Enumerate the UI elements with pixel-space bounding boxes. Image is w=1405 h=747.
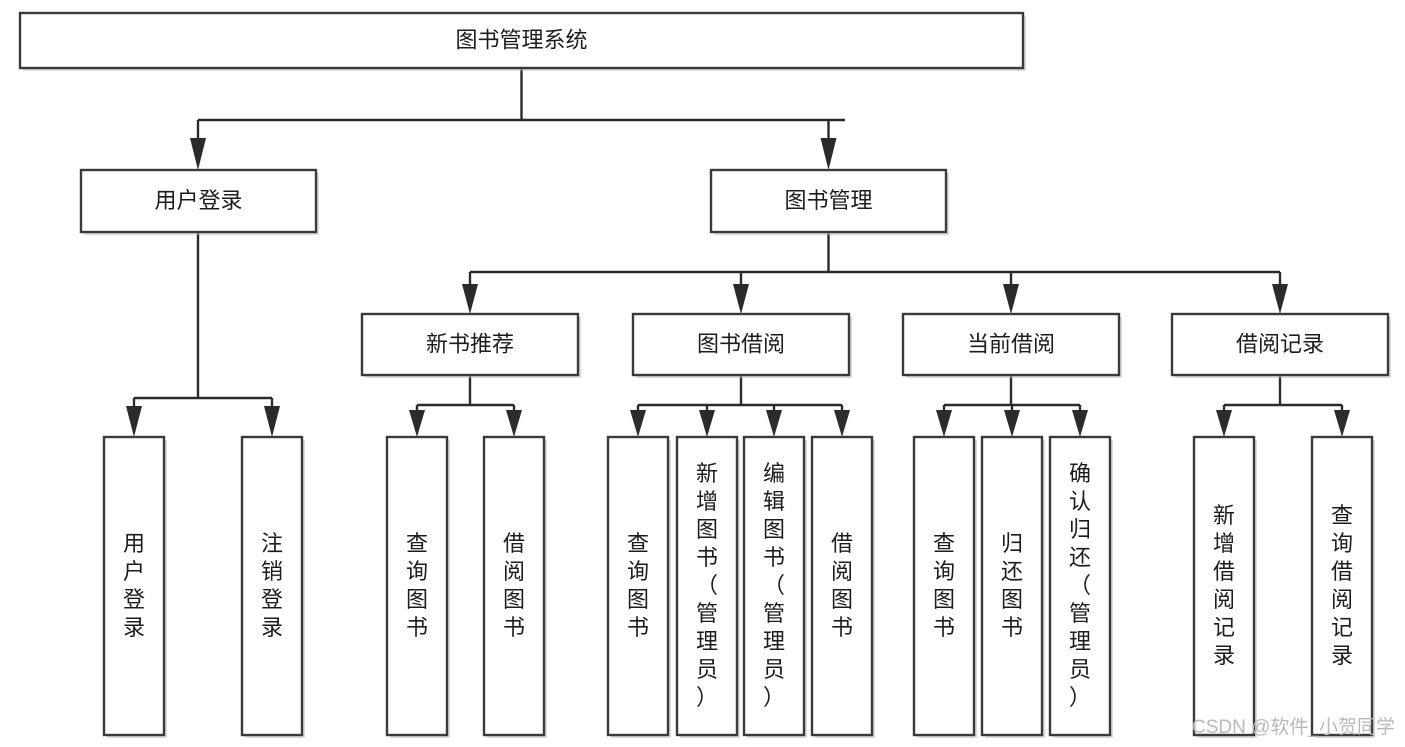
node-layer: 图书管理系统用户登录图书管理新书推荐图书借阅当前借阅借阅记录用户登录注销登录查询… <box>18 11 1391 738</box>
node-label: 图书管理系统 <box>455 27 587 52</box>
node-label: 当前借阅 <box>967 331 1055 356</box>
arrow-head-leaf-add-borrow-record <box>1216 410 1232 437</box>
node-rect[interactable] <box>742 435 806 737</box>
node-current-borrow[interactable]: 当前借阅 <box>901 312 1122 378</box>
node-leaf-return-book[interactable]: 归还图书 <box>980 435 1045 738</box>
node-label: 用户登录 <box>123 531 145 640</box>
node-book-borrow[interactable]: 图书借阅 <box>631 312 852 378</box>
arrow-head-leaf-query-borrow-record <box>1334 410 1350 437</box>
node-label: 借阅记录 <box>1236 331 1324 356</box>
arrow-head-leaf-query-book-recommend <box>409 410 425 437</box>
node-label: 图书管理 <box>784 188 872 213</box>
node-rect[interactable] <box>810 435 874 737</box>
arrow-head-leaf-add-book-admin <box>699 410 715 437</box>
node-rect[interactable] <box>1048 435 1112 737</box>
node-label: 查询图书 <box>627 531 649 640</box>
node-leaf-logout[interactable]: 注销登录 <box>240 435 305 738</box>
node-rect[interactable] <box>606 435 670 737</box>
node-root[interactable]: 图书管理系统 <box>18 11 1026 71</box>
node-label: 查询图书 <box>933 531 955 640</box>
arrow-head-book-manage <box>820 138 837 170</box>
arrow-head-leaf-confirm-return-admin <box>1072 410 1088 437</box>
node-rect[interactable] <box>79 168 318 234</box>
arrow-head-leaf-edit-book-admin <box>766 410 782 437</box>
node-rect[interactable] <box>1192 435 1256 737</box>
arrow-head-leaf-user-login <box>126 406 142 437</box>
node-label: 查询图书 <box>406 531 428 640</box>
node-leaf-borrow-book[interactable]: 借阅图书 <box>810 435 875 738</box>
node-label: 借阅图书 <box>831 531 853 640</box>
node-rect[interactable] <box>675 435 739 737</box>
node-leaf-query-borrow-record[interactable]: 查询借阅记录 <box>1310 435 1375 738</box>
node-leaf-add-borrow-record[interactable]: 新增借阅记录 <box>1192 435 1257 738</box>
node-leaf-query-book-borrow[interactable]: 查询图书 <box>606 435 671 738</box>
node-user-login[interactable]: 用户登录 <box>79 168 319 235</box>
node-rect[interactable] <box>912 435 976 737</box>
node-label: 编辑图书（管理员） <box>763 461 785 710</box>
node-label: 图书借阅 <box>697 331 785 356</box>
node-rect[interactable] <box>385 435 449 737</box>
node-label: 新书推荐 <box>426 331 514 356</box>
node-rect[interactable] <box>240 435 304 737</box>
node-leaf-borrow-book-recommend[interactable]: 借阅图书 <box>482 435 547 738</box>
watermark-label: CSDN @软件_小贺同学 <box>1192 716 1395 738</box>
arrow-head-leaf-logout <box>264 406 280 437</box>
node-leaf-query-book-current[interactable]: 查询图书 <box>912 435 977 738</box>
node-label: 注销登录 <box>261 531 283 640</box>
node-leaf-edit-book-admin[interactable]: 编辑图书（管理员） <box>742 435 807 738</box>
node-label: 确认归还（管理员） <box>1069 461 1091 710</box>
arrow-head-leaf-return-book <box>1004 410 1020 437</box>
node-rect[interactable] <box>482 435 546 737</box>
arrow-head-user-login <box>190 138 206 170</box>
node-rect[interactable] <box>360 312 580 377</box>
node-label: 新增借阅记录 <box>1213 503 1235 668</box>
arrow-head-new-book-recommend <box>462 284 478 314</box>
node-leaf-user-login[interactable]: 用户登录 <box>102 435 167 738</box>
node-label: 归还图书 <box>1001 531 1023 640</box>
arrow-head-book-borrow <box>733 284 749 314</box>
arrow-head-leaf-borrow-book <box>834 410 850 437</box>
arrow-head-leaf-query-book-borrow <box>630 410 646 437</box>
arrow-head-current-borrow <box>1003 284 1019 314</box>
node-label: 借阅图书 <box>503 531 525 640</box>
node-label: 查询借阅记录 <box>1331 503 1353 668</box>
node-label: 新增图书（管理员） <box>696 461 718 710</box>
node-borrow-record[interactable]: 借阅记录 <box>1170 312 1391 378</box>
node-new-book-recommend[interactable]: 新书推荐 <box>360 312 581 378</box>
arrow-head-leaf-query-book-current <box>936 410 952 437</box>
node-rect[interactable] <box>709 168 948 234</box>
node-leaf-confirm-return-admin[interactable]: 确认归还（管理员） <box>1048 435 1113 738</box>
arrow-head-borrow-record <box>1272 284 1288 314</box>
arrow-head-leaf-borrow-book-recommend <box>506 410 522 437</box>
node-rect[interactable] <box>631 312 851 377</box>
node-rect[interactable] <box>18 11 1025 70</box>
node-rect[interactable] <box>1170 312 1390 377</box>
node-rect[interactable] <box>102 435 166 737</box>
node-leaf-add-book-admin[interactable]: 新增图书（管理员） <box>675 435 740 738</box>
node-book-manage[interactable]: 图书管理 <box>709 168 949 235</box>
connector-layer <box>126 68 1350 437</box>
node-label: 用户登录 <box>154 188 242 213</box>
node-rect[interactable] <box>1310 435 1374 737</box>
node-leaf-query-book-recommend[interactable]: 查询图书 <box>385 435 450 738</box>
node-rect[interactable] <box>980 435 1044 737</box>
node-rect[interactable] <box>901 312 1121 377</box>
